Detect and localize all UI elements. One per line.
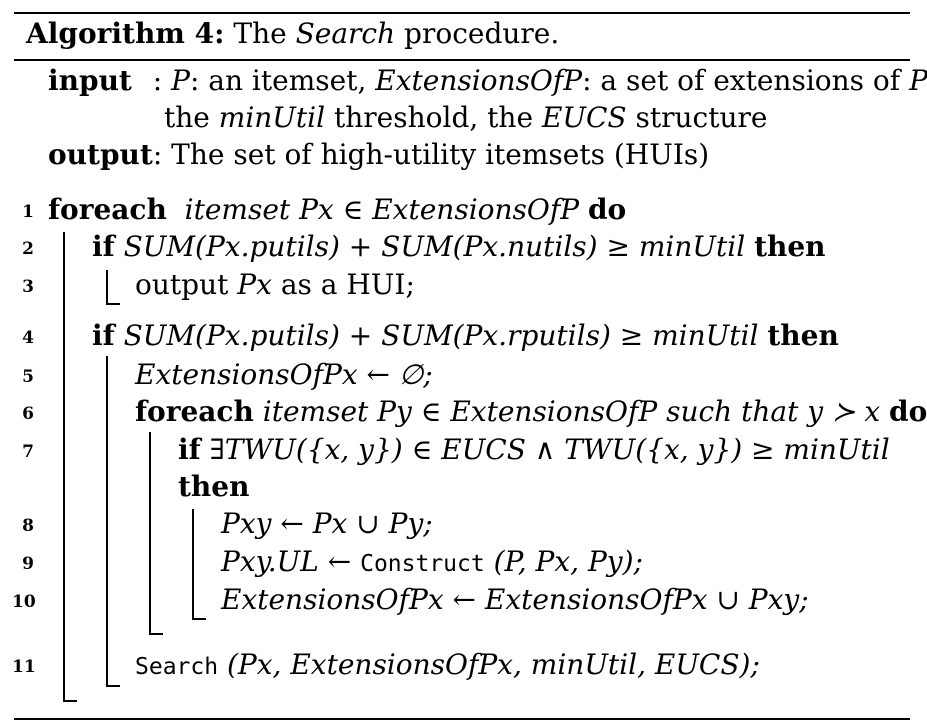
line-number: 8 [22,516,34,536]
block-end-if-4 [106,685,120,687]
code-line-7: if ∃TWU({x, y}) ∈ EUCS ∧ TWU({x, y}) ≥ m… [178,433,890,466]
block-line-if-7 [192,509,194,619]
line-number: 5 [22,367,34,387]
block-line-foreach [63,232,65,701]
line-number: 3 [22,277,34,297]
block-end-foreach-6 [149,633,163,635]
algorithm-caption: Algorithm 4: The Search procedure. [26,17,560,50]
procedure-name: Search [295,17,396,50]
search-call: Search [135,654,219,680]
code-line-7-then: then [178,470,250,503]
code-line-6: foreach itemset Py ∈ ExtensionsOfP such … [135,395,927,428]
code-line-9: Pxy.UL ← Construct (P, Px, Py); [221,545,643,578]
input-line-2: the minUtil threshold, the EUCS structur… [164,101,768,134]
block-end-foreach [63,700,77,702]
line-number: 2 [22,239,34,259]
line-number: 9 [22,554,34,574]
code-line-11: Search (Px, ExtensionsOfPx, minUtil, EUC… [135,648,760,681]
output-line: output: The set of high-utility itemsets… [48,138,710,171]
block-end-if-7 [192,618,206,620]
line-number: 11 [12,657,36,677]
header-rule [14,59,910,61]
construct-call: Construct [360,551,485,577]
code-line-8: Pxy ← Px ∪ Py; [221,507,433,540]
block-line-foreach-6 [149,432,151,634]
line-number: 6 [22,404,34,424]
top-rule [14,12,910,14]
code-line-3: output Px as a HUI; [135,268,415,301]
input-line-1: input : P: an itemset, ExtensionsOfP: a … [48,64,927,97]
algorithm-label: Algorithm 4: [26,17,225,50]
line-number: 1 [22,202,34,222]
block-line-if-2 [106,270,108,304]
bottom-rule [14,718,910,720]
block-end-if-2 [106,303,120,305]
code-line-5: ExtensionsOfPx ← ∅; [135,358,433,391]
code-line-4: if SUM(Px.putils) + SUM(Px.rputils) ≥ mi… [92,319,839,352]
code-line-2: if SUM(Px.putils) + SUM(Px.nutils) ≥ min… [92,230,826,263]
block-line-if-4 [106,356,108,686]
output-label: output [48,138,153,171]
code-line-1: foreach itemset Px ∈ ExtensionsOfP do [48,193,627,226]
line-number: 10 [12,592,36,612]
code-line-10: ExtensionsOfPx ← ExtensionsOfPx ∪ Pxy; [221,583,809,616]
line-number: 4 [22,328,34,348]
input-label: input [48,64,132,97]
line-number: 7 [22,442,34,462]
